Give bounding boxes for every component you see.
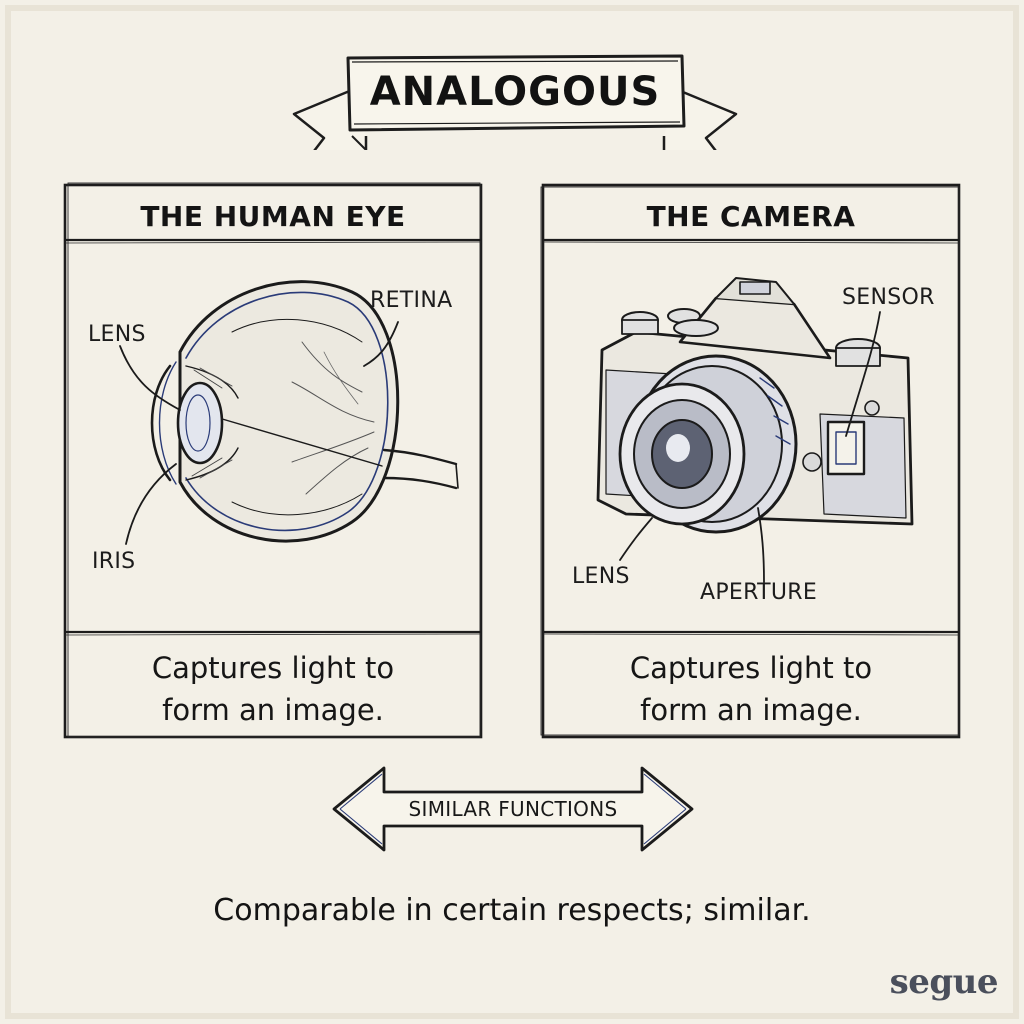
eye-caption-line-1: Captures light to [151, 651, 395, 685]
camera-illustration [596, 277, 914, 583]
definition-text: Comparable in certain respects; similar. [213, 892, 811, 928]
camera-caption-line-2: form an image. [640, 693, 862, 727]
eye-caption: Captures light to form an image. [62, 644, 484, 734]
eye-panel-frame [63, 182, 483, 739]
double-arrow-icon [332, 766, 694, 852]
camera-panel-title: THE CAMERA [646, 199, 856, 233]
eye-retina-label: RETINA [370, 288, 453, 313]
eye-caption-line-2: form an image. [162, 693, 384, 727]
eye-panel: THE HUMAN EYE [62, 182, 484, 740]
camera-lens-label: LENS [572, 564, 630, 589]
eye-iris-label: IRIS [92, 549, 136, 574]
camera-caption-line-1: Captures light to [629, 651, 873, 685]
eye-panel-title: THE HUMAN EYE [140, 199, 406, 233]
camera-sensor-label: SENSOR [842, 285, 935, 310]
similar-functions-arrow: SIMILAR FUNCTIONS [330, 762, 696, 856]
brand-logo: segue [889, 962, 999, 1002]
camera-panel: THE CAMERA [540, 182, 962, 740]
eye-illustration [119, 280, 459, 545]
camera-aperture-label: APERTURE [700, 580, 818, 605]
title-banner: ANALOGOUS [280, 40, 750, 150]
camera-caption: Captures light to form an image. [540, 644, 962, 734]
page-title: ANALOGOUS [369, 69, 661, 115]
similar-functions-label: SIMILAR FUNCTIONS [408, 797, 618, 821]
ribbon-icon [292, 54, 738, 150]
eye-lens-label: LENS [88, 322, 146, 347]
camera-panel-frame [540, 183, 961, 739]
